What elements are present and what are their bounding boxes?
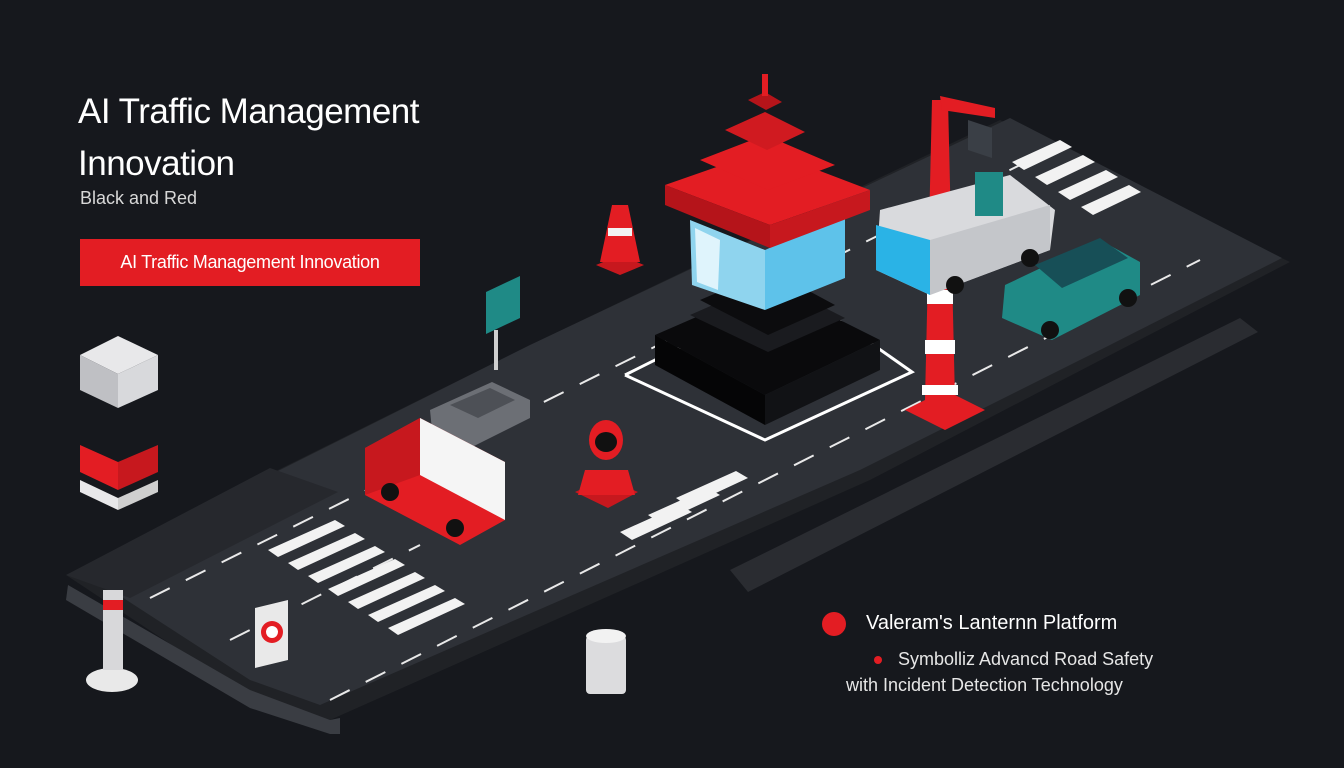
- warning-sign-icon: [255, 600, 288, 668]
- crosswalk-top: [1012, 140, 1141, 215]
- barrier-post-icon: [80, 336, 158, 510]
- bus-icon: [876, 172, 1055, 295]
- callout-dot-icon: [822, 612, 846, 636]
- sensor-device-icon: [575, 420, 638, 508]
- crosswalk-center: [620, 471, 748, 540]
- road-sign-icon: [486, 276, 520, 370]
- callout-line-2: with Incident Detection Technology: [846, 675, 1123, 695]
- bullet-icon: [874, 656, 882, 664]
- page-title: AI Traffic Management Innovation: [78, 92, 419, 183]
- title-banner: AI Traffic Management Innovation: [80, 239, 420, 286]
- callout-description: Symbolliz Advancd Road Safety with Incid…: [846, 646, 1258, 698]
- bollard-icon: [86, 590, 626, 694]
- grey-car-icon: [430, 382, 530, 448]
- lantern-icon: [655, 74, 880, 425]
- red-truck-icon: [365, 418, 505, 545]
- road-lower-band: [730, 318, 1258, 592]
- crosswalk-left: [268, 520, 465, 635]
- callout-line-1: Symbolliz Advancd Road Safety: [898, 649, 1154, 669]
- page-subtitle: Black and Red: [80, 188, 198, 208]
- road-surface: [66, 118, 1290, 734]
- traffic-cone-icon: [596, 205, 644, 275]
- callout-heading: Valeram's Lanternn Platform: [866, 612, 1118, 634]
- car-icon: [1002, 238, 1140, 340]
